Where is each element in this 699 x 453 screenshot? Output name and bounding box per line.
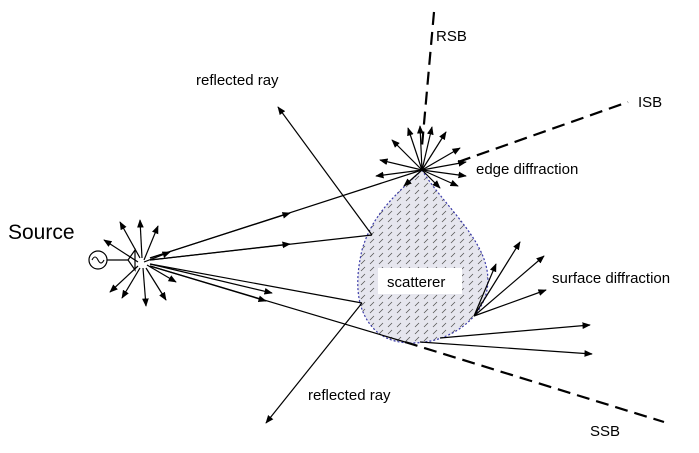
source-radiation-arrows: [103, 219, 177, 307]
ssb-boundary-line: [404, 340, 665, 424]
edge-diffraction-label: edge diffraction: [476, 161, 578, 178]
surface-diffraction-arrows: [419, 241, 593, 357]
isb-label: ISB: [638, 94, 662, 111]
surface-diffraction-label: surface diffraction: [552, 270, 670, 287]
source-antenna-icon: [88, 248, 136, 272]
edge-diffraction-arrows: [375, 125, 467, 189]
scatterer-label-box: [378, 268, 462, 294]
rsb-label: RSB: [436, 28, 467, 45]
scatterer-body: [357, 169, 489, 344]
incident-rays: [149, 169, 423, 343]
rsb-boundary-line: [420, 11, 436, 147]
scatterer-label: scatterer: [387, 274, 445, 291]
source-label: Source: [8, 221, 75, 244]
ssb-label: SSB: [590, 423, 620, 440]
isb-boundary-line: [457, 100, 629, 164]
reflected-ray-top-label: reflected ray: [196, 72, 279, 89]
reflected-ray-bottom-line: [265, 302, 363, 424]
reflected-ray-bottom-label: reflected ray: [308, 387, 391, 404]
reflected-ray-top-line: [277, 106, 373, 236]
